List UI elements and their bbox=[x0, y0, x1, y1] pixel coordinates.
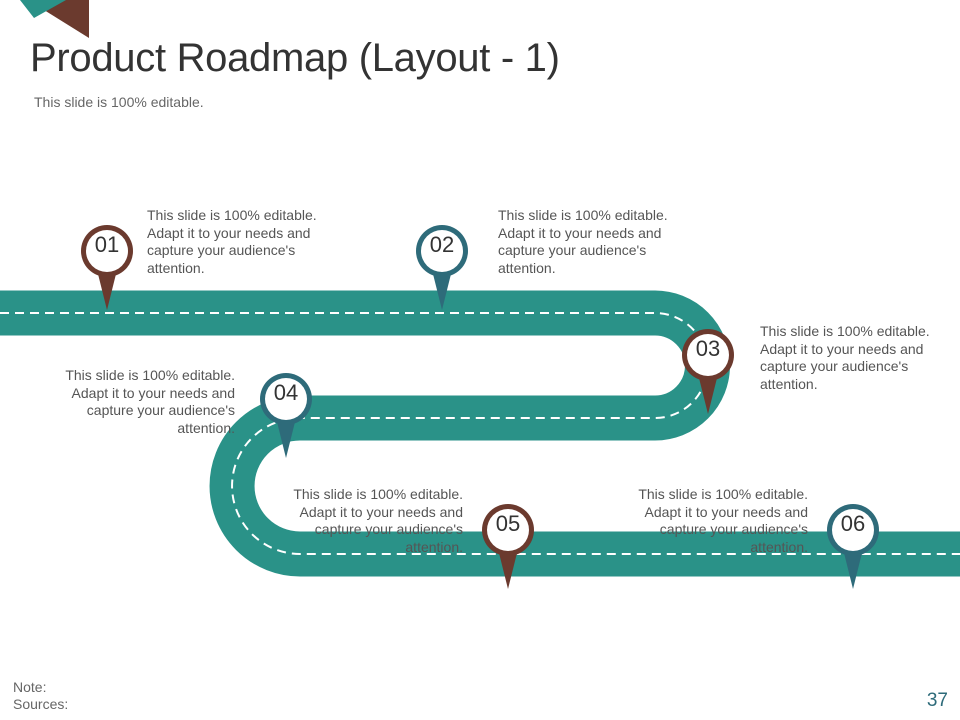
map-pin-icon bbox=[416, 225, 468, 310]
milestone-03-description: This slide is 100% editable. Adapt it to… bbox=[760, 323, 930, 393]
map-pin-icon bbox=[81, 225, 133, 310]
milestone-02-description: This slide is 100% editable. Adapt it to… bbox=[498, 207, 668, 277]
milestone-number: 01 bbox=[94, 232, 120, 257]
milestone-pin-06: 06 bbox=[823, 501, 883, 591]
note-label: Note: bbox=[13, 679, 47, 695]
footer-notes: Note: Sources: bbox=[13, 679, 68, 713]
milestone-pin-01: 01 bbox=[77, 222, 137, 312]
milestone-04-description: This slide is 100% editable. Adapt it to… bbox=[65, 367, 235, 437]
map-pin-icon bbox=[482, 504, 534, 589]
milestone-06-description: This slide is 100% editable. Adapt it to… bbox=[638, 486, 808, 556]
milestone-number: 06 bbox=[840, 511, 866, 536]
corner-ribbon-teal bbox=[20, 0, 66, 18]
milestone-pin-04: 04 bbox=[256, 370, 316, 460]
milestone-number: 05 bbox=[495, 511, 521, 536]
slide-subtitle: This slide is 100% editable. bbox=[34, 94, 204, 110]
milestone-number: 02 bbox=[429, 232, 455, 257]
slide-title: Product Roadmap (Layout - 1) bbox=[30, 36, 560, 80]
milestone-pin-02: 02 bbox=[412, 222, 472, 312]
map-pin-icon bbox=[682, 329, 734, 414]
milestone-number: 03 bbox=[695, 336, 721, 361]
milestone-pin-05: 05 bbox=[478, 501, 538, 591]
page-number: 37 bbox=[926, 690, 948, 711]
sources-label: Sources: bbox=[13, 696, 69, 712]
milestone-05-description: This slide is 100% editable. Adapt it to… bbox=[293, 486, 463, 556]
milestone-01-description: This slide is 100% editable. Adapt it to… bbox=[147, 207, 317, 277]
milestone-pin-03: 03 bbox=[678, 326, 738, 416]
milestone-number: 04 bbox=[273, 380, 299, 405]
map-pin-icon bbox=[827, 504, 879, 589]
map-pin-icon bbox=[260, 373, 312, 458]
corner-ribbon-decoration bbox=[20, 0, 89, 38]
